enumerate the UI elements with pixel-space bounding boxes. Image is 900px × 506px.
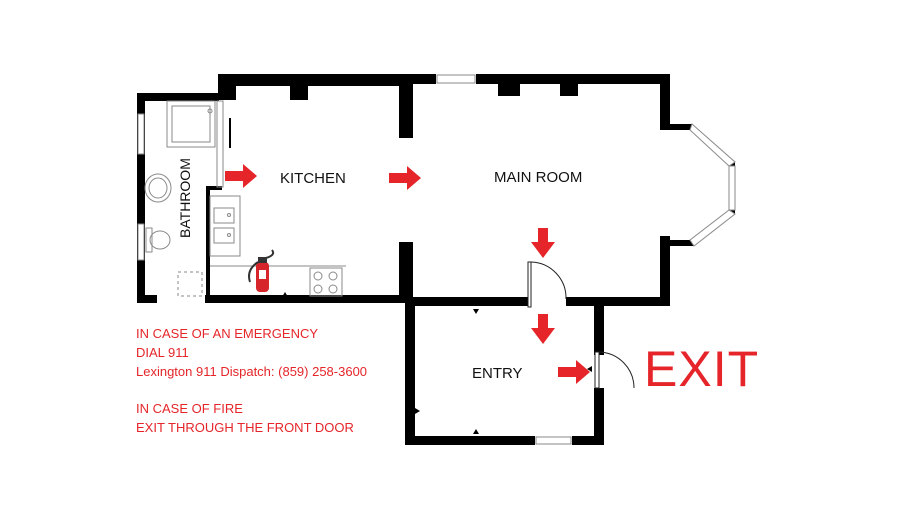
sink-icon xyxy=(213,207,235,244)
main-room-right-wall-upper xyxy=(660,74,670,130)
shower-icon xyxy=(166,100,216,148)
window-icon xyxy=(689,209,736,247)
window-icon xyxy=(137,113,145,155)
window-icon xyxy=(728,165,736,211)
kitchen-bath-partition-top xyxy=(206,186,222,190)
emergency-line-3: Lexington 911 Dispatch: (859) 258-3600 xyxy=(136,364,368,379)
room-label-main-room: MAIN ROOM xyxy=(494,169,582,186)
kitchen-bath-partition xyxy=(206,186,210,298)
entry-bottom-wall-b xyxy=(572,436,604,445)
toilet-icon xyxy=(145,227,171,253)
bay-window-frame xyxy=(660,124,735,246)
entry-bottom-wall-a xyxy=(405,436,535,445)
windows xyxy=(137,74,736,445)
kitchen-bottom-wall xyxy=(205,295,410,303)
window-icon xyxy=(137,223,145,261)
main-room-bottom-wall-b xyxy=(566,297,670,306)
bathroom-floor-drain xyxy=(177,271,203,297)
room-label-entry: ENTRY xyxy=(472,365,523,382)
kitchen-top-wall xyxy=(218,74,413,86)
evacuation-arrow-icon xyxy=(531,314,555,344)
entry-left-wall xyxy=(405,303,415,445)
main-room-top-wall-a xyxy=(410,74,436,84)
center-pillar-top xyxy=(399,80,413,138)
emergency-line-1: IN CASE OF AN EMERGENCY xyxy=(136,326,319,341)
entry-right-wall-lower xyxy=(594,388,604,445)
doors xyxy=(229,118,635,389)
door-swing-icon xyxy=(594,351,635,389)
emergency-line-2: DIAL 911 xyxy=(136,345,189,360)
kitchen-top-left-pier xyxy=(218,74,236,100)
main-room-top-pier-a xyxy=(498,74,520,96)
fire-line-1: IN CASE OF FIRE xyxy=(136,401,243,416)
window-icon xyxy=(436,74,476,84)
fire-line-2: EXIT THROUGH THE FRONT DOOR xyxy=(136,420,354,435)
wall-markers xyxy=(282,292,592,434)
exit-label: EXIT xyxy=(644,341,760,397)
main-room-top-pier-b xyxy=(560,74,578,96)
evacuation-arrow-icon xyxy=(389,166,421,190)
stove-icon xyxy=(309,267,343,297)
window-icon xyxy=(535,436,572,445)
room-label-kitchen: KITCHEN xyxy=(280,170,346,187)
kitchen-counter xyxy=(209,195,241,257)
evacuation-arrow-icon xyxy=(531,228,555,258)
evacuation-arrow-icon xyxy=(225,164,257,188)
bathroom-top-wall xyxy=(137,93,219,101)
bathroom-vanity xyxy=(216,100,224,188)
main-room-bottom-wall-a xyxy=(405,297,529,306)
evacuation-arrow-icon xyxy=(558,360,590,384)
bathroom-left-wall xyxy=(137,93,145,303)
bathtub-icon xyxy=(144,173,172,203)
fixtures xyxy=(144,100,346,297)
center-pillar-bottom xyxy=(399,242,413,300)
window-icon xyxy=(689,123,736,167)
door-swing-icon xyxy=(527,261,567,308)
room-label-bathroom: BATHROOM xyxy=(177,158,193,238)
bathroom-bottom-wall xyxy=(137,295,157,303)
main-room-right-wall-lower xyxy=(660,236,670,306)
walls xyxy=(137,74,735,445)
fire-extinguisher-icon xyxy=(248,249,275,292)
entry-right-wall-upper xyxy=(594,303,604,355)
kitchen-top-right-pier xyxy=(290,74,308,100)
